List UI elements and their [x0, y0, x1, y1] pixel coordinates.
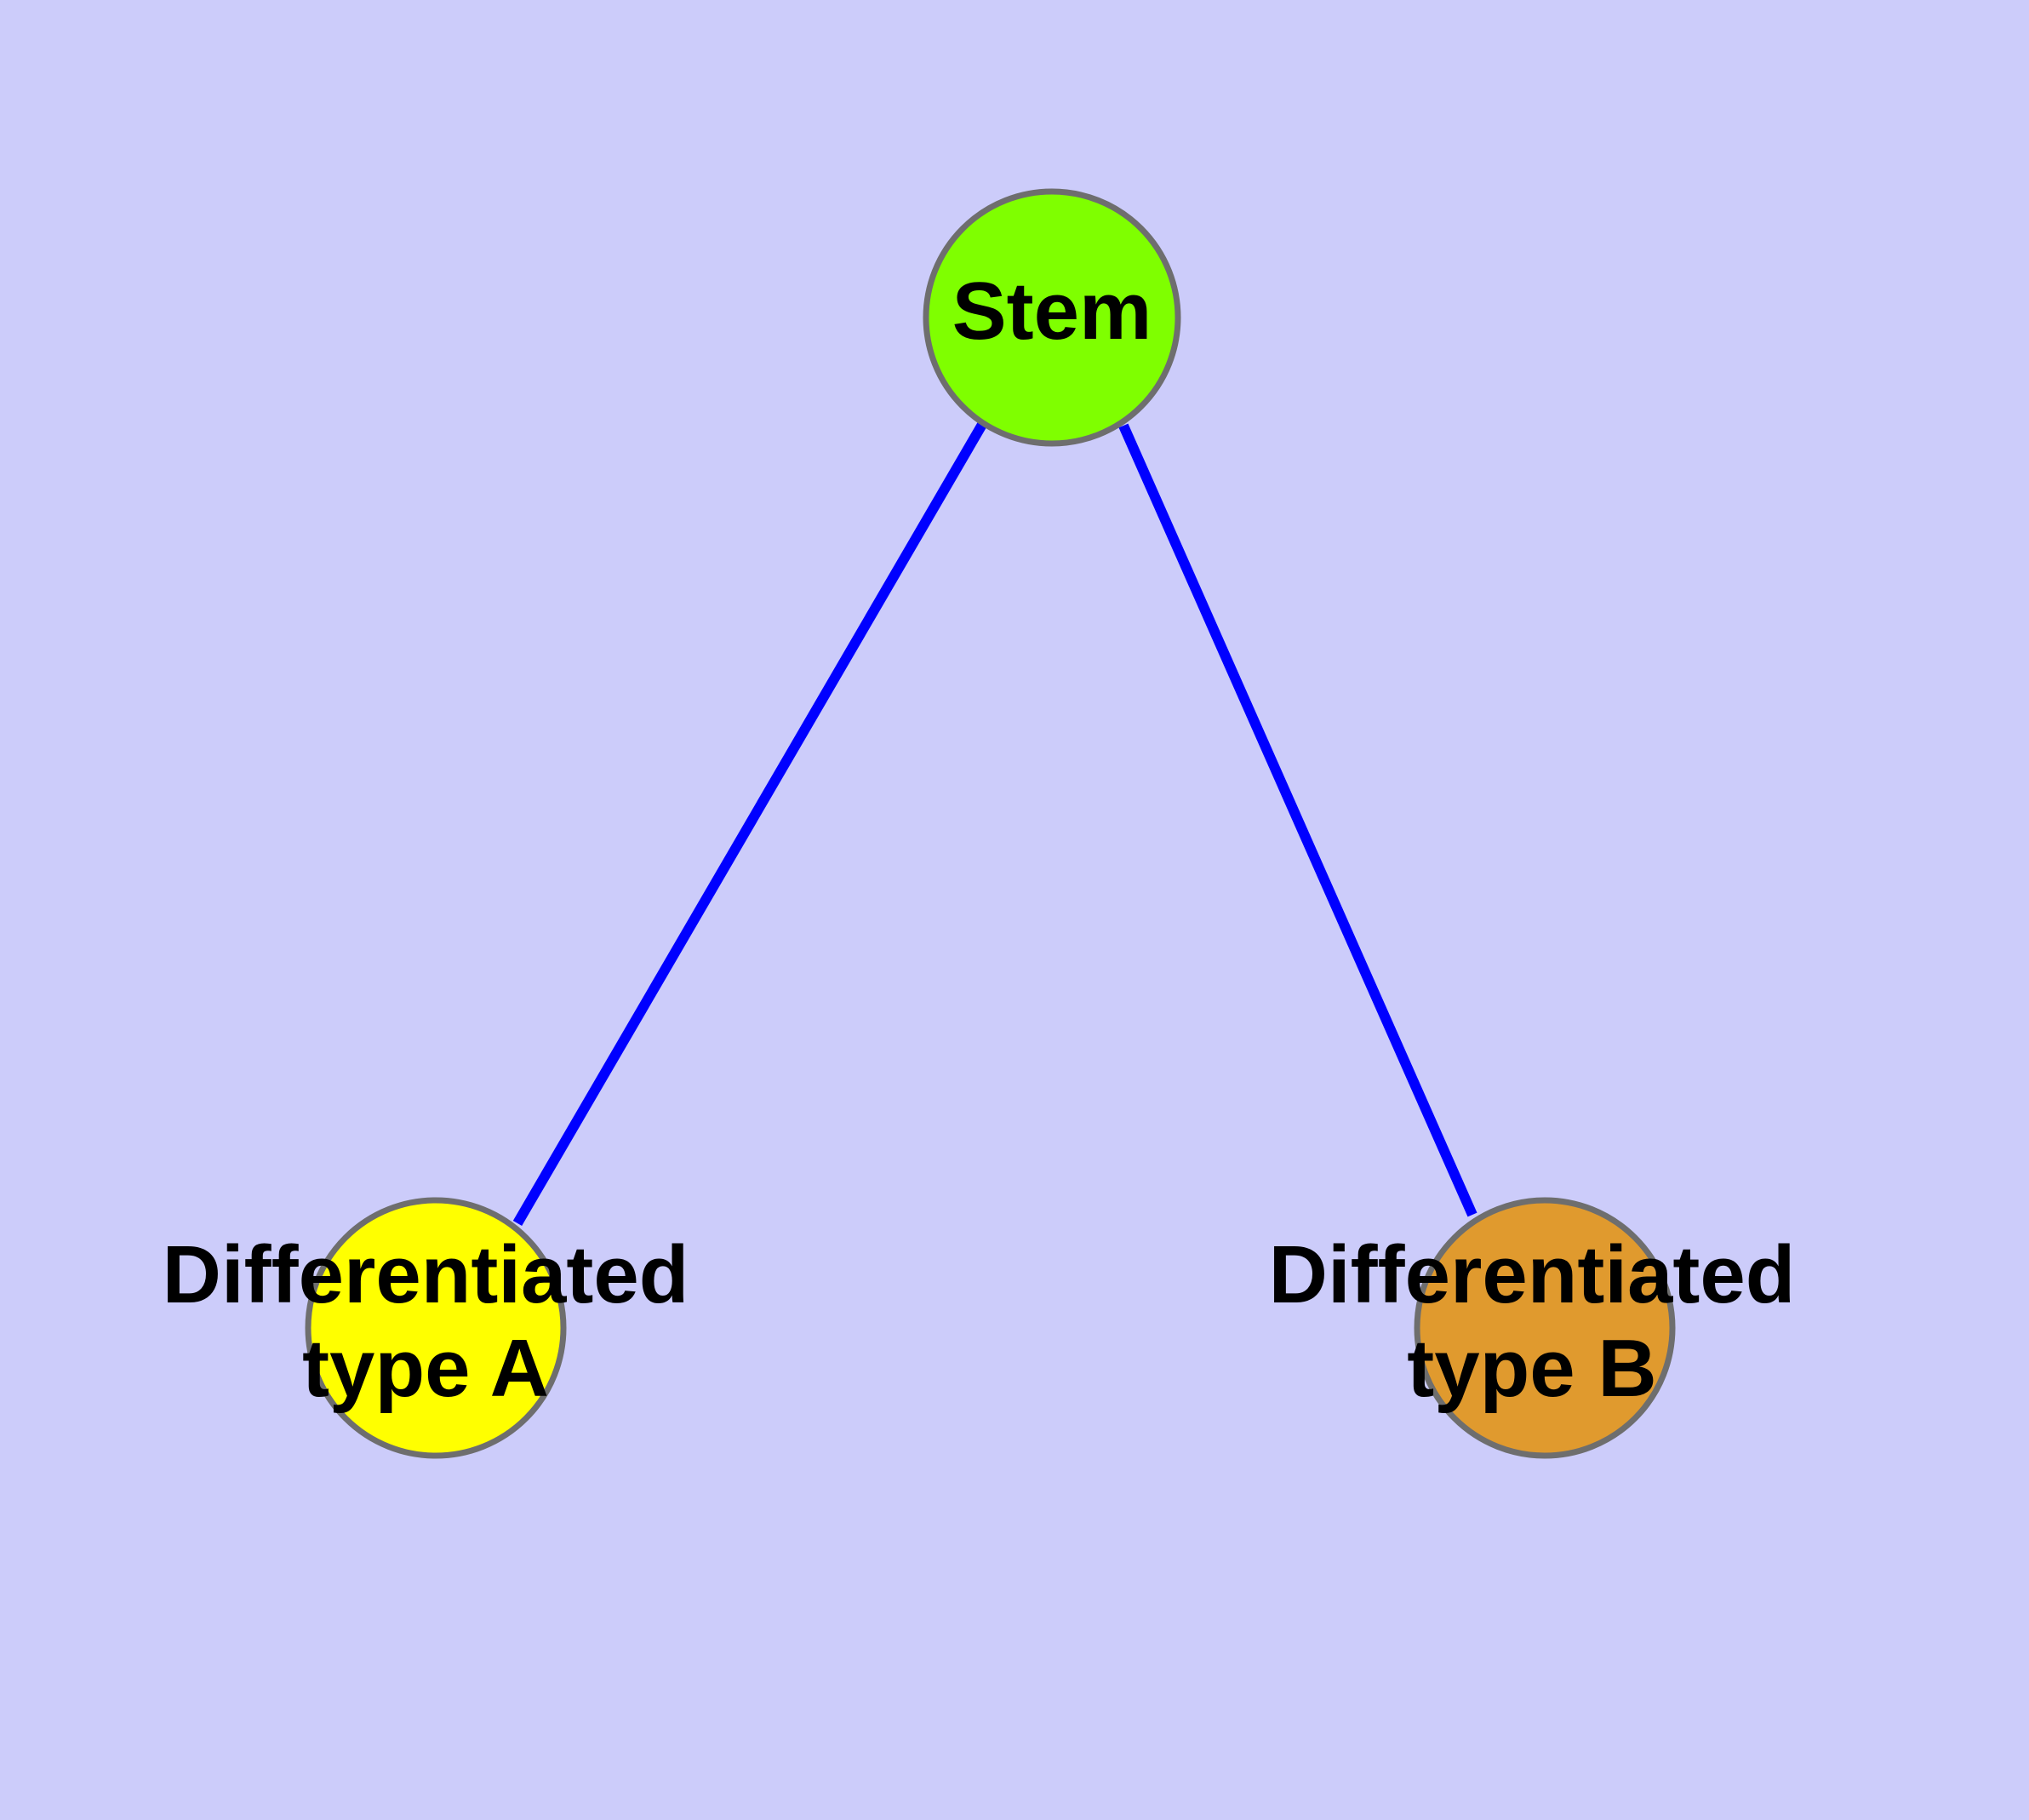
node-stem[interactable]: [923, 188, 1181, 447]
node-diff-type-a[interactable]: [305, 1197, 567, 1459]
node-label-line: Stem: [952, 266, 1152, 357]
node-label-line: type B: [1407, 1323, 1656, 1414]
node-label-stem: Stem: [952, 266, 1152, 357]
node-label-line: type A: [302, 1323, 549, 1414]
edges-layer: [512, 420, 1477, 1227]
edge-stem-to-b[interactable]: [1118, 423, 1477, 1217]
node-diff-type-b[interactable]: [1414, 1197, 1676, 1459]
nodes-layer: [305, 188, 1676, 1459]
node-label-line: Differentiated: [1269, 1229, 1796, 1320]
node-label-line: Differentiated: [163, 1229, 689, 1320]
edge-stem-to-a[interactable]: [512, 420, 988, 1227]
